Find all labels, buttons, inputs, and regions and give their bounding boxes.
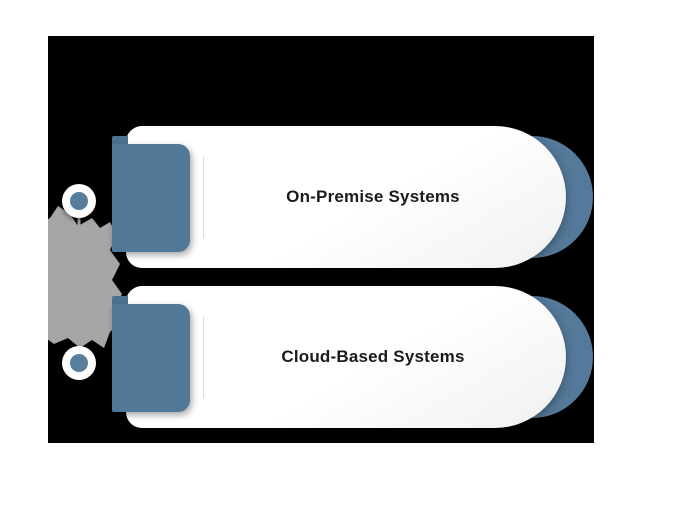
item-card[interactable] [126,126,566,268]
diagram-row[interactable]: On-Premise Systems [48,126,594,286]
item-label: Cloud-Based Systems [281,347,465,366]
item-card[interactable] [126,286,566,428]
item-tab-icon [112,144,190,252]
tab-fold-notch [112,296,128,306]
bullet-circle-inner-dot [70,354,88,372]
diagram-frame: On-Premise Systems Cloud-Based Systems [48,36,594,443]
card-divider [203,316,204,398]
item-label: On-Premise Systems [286,187,460,206]
bullet-circle-inner-dot [70,192,88,210]
item-tab-icon [112,304,190,412]
tab-fold-notch [112,136,128,146]
bullet-circle-icon[interactable] [62,184,96,218]
bullet-circle-icon[interactable] [62,346,96,380]
card-divider [203,156,204,238]
diagram-row[interactable]: Cloud-Based Systems [48,286,594,443]
